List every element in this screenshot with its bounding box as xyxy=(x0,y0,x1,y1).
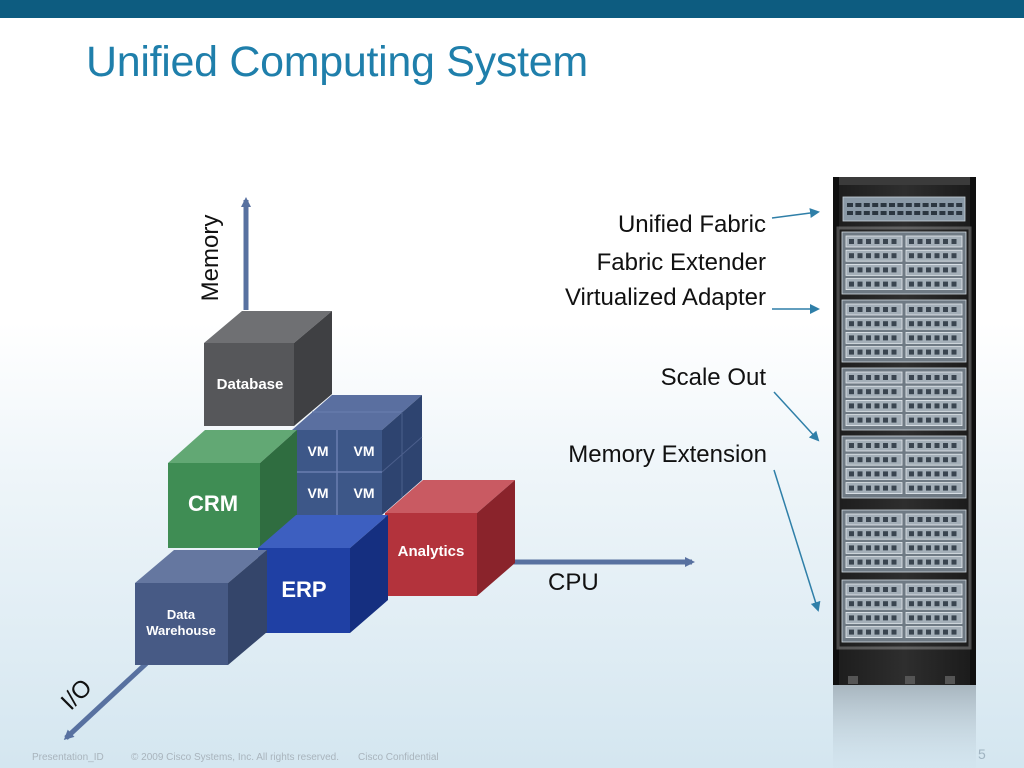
footer-copyright: © 2009 Cisco Systems, Inc. All rights re… xyxy=(131,752,340,763)
callout-arrow-unified-fabric xyxy=(771,208,820,219)
cpu-axis-label: CPU xyxy=(548,569,599,596)
callout-fabric-extender: Fabric Extender xyxy=(596,249,766,276)
server-rack xyxy=(833,177,976,768)
footer-presentation-id: Presentation_ID xyxy=(32,752,104,763)
crm-cube: CRM xyxy=(168,430,297,548)
callout-arrow-scale-out xyxy=(773,391,820,442)
database-label: Database xyxy=(217,376,284,393)
vm-label-2: VM xyxy=(354,443,375,459)
analytics-label: Analytics xyxy=(398,543,465,560)
data-warehouse-label-line2: Warehouse xyxy=(146,623,216,638)
callout-scale-out: Scale Out xyxy=(660,364,766,391)
rack-units xyxy=(836,196,972,684)
database-cube: Database xyxy=(204,311,332,426)
crm-label: CRM xyxy=(188,491,238,516)
vm-cube: VM VM VM VM xyxy=(292,395,423,515)
footer-confidential: Cisco Confidential xyxy=(358,752,439,763)
vm-label-3: VM xyxy=(308,485,329,501)
analytics-cube: Analytics xyxy=(385,480,515,596)
callout-unified-fabric: Unified Fabric xyxy=(617,211,766,238)
vm-label-1: VM xyxy=(308,443,329,459)
io-axis xyxy=(63,658,152,741)
data-warehouse-label-line1: Data xyxy=(167,607,196,622)
erp-cube: ERP xyxy=(258,515,388,633)
fabric-interconnect xyxy=(842,196,966,222)
page-number: 5 xyxy=(978,746,986,762)
callout-memory-extension: Memory Extension xyxy=(568,441,767,468)
vm-label-4: VM xyxy=(354,485,375,501)
callout-virtualized-adapter: Virtualized Adapter xyxy=(564,284,766,311)
erp-label: ERP xyxy=(281,577,326,602)
top-bar xyxy=(0,0,1024,18)
data-warehouse-cube: Data Warehouse xyxy=(135,550,267,665)
rack-reflection xyxy=(833,685,976,768)
slide-title: Unified Computing System xyxy=(86,38,588,86)
io-axis-label: I/O xyxy=(56,674,98,716)
memory-axis-label: Memory xyxy=(197,215,224,302)
callout-arrow-memory-extension xyxy=(773,469,821,612)
